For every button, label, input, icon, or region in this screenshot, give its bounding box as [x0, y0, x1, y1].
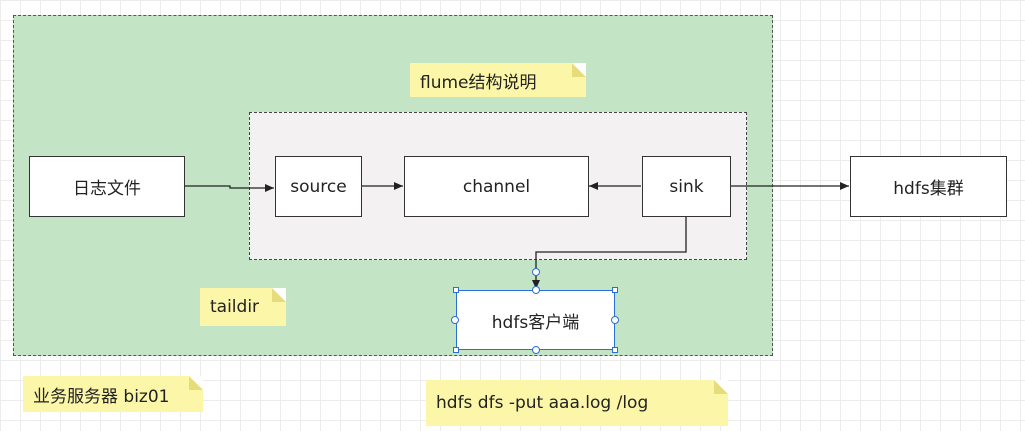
hdfs-command-note-text: hdfs dfs -put aaa.log /log: [436, 393, 649, 413]
edge-endpoint-handle[interactable]: [532, 268, 540, 276]
sink-label: sink: [669, 176, 704, 197]
resize-handle-top-right[interactable]: [612, 287, 618, 293]
log-file-label: 日志文件: [73, 179, 141, 199]
resize-handle-bottom-left[interactable]: [453, 347, 459, 353]
channel-node[interactable]: channel: [404, 156, 589, 217]
source-label: source: [290, 176, 347, 197]
hdfs-command-note[interactable]: hdfs dfs -put aaa.log /log: [426, 380, 728, 426]
channel-label: channel: [462, 176, 531, 197]
server-label-note-text: 业务服务器 biz01: [33, 386, 170, 407]
resize-handle-bottom-right[interactable]: [612, 347, 618, 353]
connection-point-top[interactable]: [532, 286, 540, 294]
connection-point-right[interactable]: [611, 316, 619, 324]
log-file-node[interactable]: 日志文件: [29, 156, 185, 217]
hdfs-cluster-node[interactable]: hdfs集群: [850, 156, 1007, 217]
flume-structure-note[interactable]: flume结构说明: [410, 63, 586, 97]
hdfs-client-label: hdfs客户端: [491, 312, 580, 333]
server-label-note[interactable]: 业务服务器 biz01: [23, 376, 203, 412]
source-node[interactable]: source: [275, 156, 362, 217]
resize-handle-top-left[interactable]: [453, 287, 459, 293]
taildir-note[interactable]: taildir: [200, 288, 286, 326]
connection-point-left[interactable]: [451, 316, 459, 324]
sink-node[interactable]: sink: [642, 156, 731, 217]
hdfs-client-node[interactable]: hdfs客户端: [456, 290, 615, 350]
flume-structure-note-text: flume结构说明: [420, 72, 537, 93]
taildir-note-text: taildir: [210, 297, 260, 317]
connection-point-bottom[interactable]: [532, 346, 540, 354]
hdfs-cluster-label: hdfs集群: [893, 179, 964, 199]
